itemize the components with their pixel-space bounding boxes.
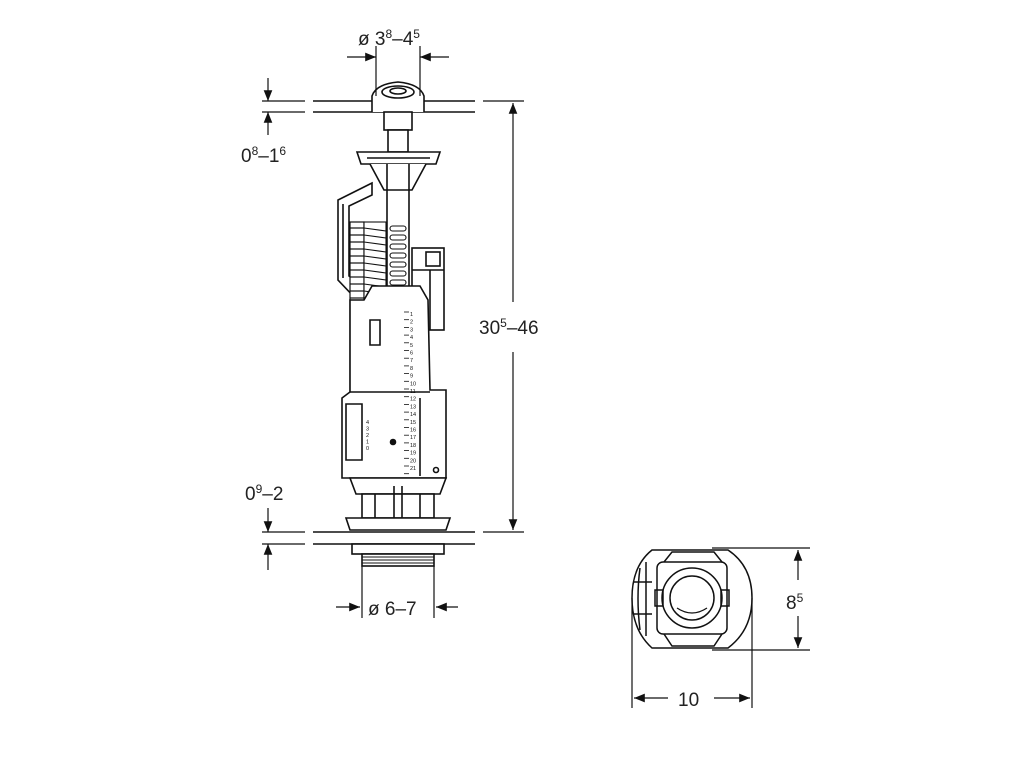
scale-number: 19 (410, 451, 416, 457)
rib (363, 248, 387, 253)
scale-number: 4 (410, 335, 413, 341)
rib (363, 276, 387, 281)
rib (363, 262, 387, 267)
scale-number: 2 (410, 320, 413, 326)
top-collar (355, 151, 442, 191)
dim-overall-height: 305–46 (479, 316, 539, 339)
scale-number: 3 (366, 427, 369, 433)
scale-number: 3 (410, 327, 413, 333)
dim-button-thickness: 08–16 (241, 144, 286, 167)
scale-number: 0 (366, 446, 369, 452)
scale-number: 20 (410, 458, 416, 464)
dim-outlet-diameter: ø 6–7 (368, 599, 417, 620)
scale-number: 5 (410, 343, 413, 349)
scale-number: 1 (366, 440, 369, 446)
side-dimensions (262, 46, 524, 618)
rod-slot (389, 234, 407, 241)
dim-top-view-width: 10 (678, 690, 699, 711)
rod-slot (389, 279, 407, 286)
scale-number: 15 (410, 420, 416, 426)
scale-number: 13 (410, 404, 416, 410)
scale-number: 16 (410, 428, 416, 434)
dim-button-diameter: ø 38–45 (358, 27, 420, 50)
scale-number: 1 (410, 312, 413, 318)
scale-number: 7 (410, 358, 413, 364)
rod-slot (389, 270, 407, 277)
top-view-dimensions (631, 547, 810, 708)
rod-slot (389, 225, 407, 232)
scale-number: 21 (410, 466, 416, 472)
scale-number: 11 (410, 389, 416, 395)
scale-number: 18 (410, 443, 416, 449)
dimension-labels: ø 38–45 08–16 305–46 09–2 ø 6–7 85 10 (241, 27, 804, 711)
rib (363, 234, 387, 239)
rib (363, 255, 387, 260)
bottom-outlet (313, 477, 475, 567)
side-view (313, 81, 475, 567)
scale-number: 6 (410, 351, 413, 357)
scale-number: 17 (410, 435, 416, 441)
rod-slot (389, 261, 407, 268)
rib (363, 269, 387, 274)
inner-ribbed-column (363, 221, 387, 305)
scale-number: 10 (410, 381, 416, 387)
scale-number: 8 (410, 366, 413, 372)
scale-number: 2 (366, 433, 369, 439)
dim-top-view-height: 85 (786, 591, 804, 614)
scale-number: 9 (410, 374, 413, 380)
scale-number: 4 (366, 420, 369, 426)
push-button (371, 81, 425, 153)
rod-slot (389, 252, 407, 259)
rib (363, 227, 387, 232)
rod-slot (389, 243, 407, 250)
scale-number: 14 (410, 412, 416, 418)
top-view (631, 549, 753, 649)
dim-bottom-thickness: 09–2 (245, 482, 283, 505)
rib (363, 241, 387, 246)
scale-number: 12 (410, 397, 416, 403)
lower-body (341, 285, 447, 479)
